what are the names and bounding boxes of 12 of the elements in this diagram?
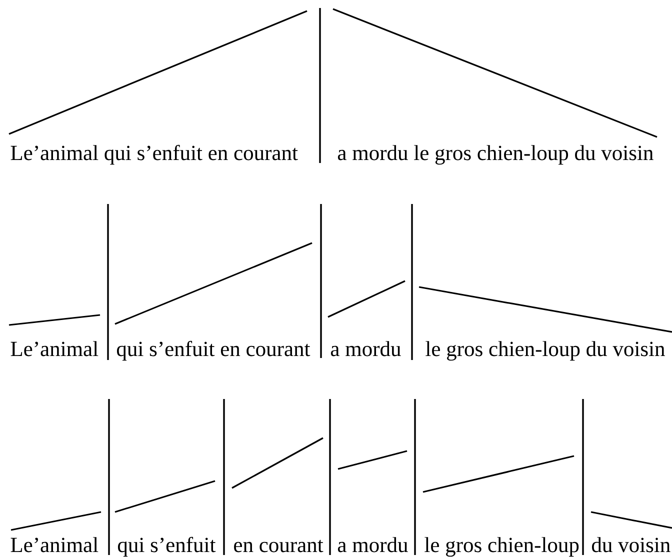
segment-text: a mordu le gros chien-loup du voisin [338,145,654,165]
segment-text: a mordu [330,341,401,356]
segment-text: qui s’enfuit [118,536,216,557]
segment-text: qui s’enfuit en courant [116,340,310,361]
segment-text: le gros chien-loup du voisin [426,341,665,361]
segment-text: le gros chien-loup [424,537,579,557]
segment-text: a mordu [338,537,408,552]
segment-text: en courant [234,540,324,552]
segment-text: du voisin [592,537,670,552]
segment-text: Le’animal [10,341,98,356]
segment-text: Le’animal [10,537,98,552]
segment-text: Le’animal qui s’enfuit en courant [10,144,298,165]
